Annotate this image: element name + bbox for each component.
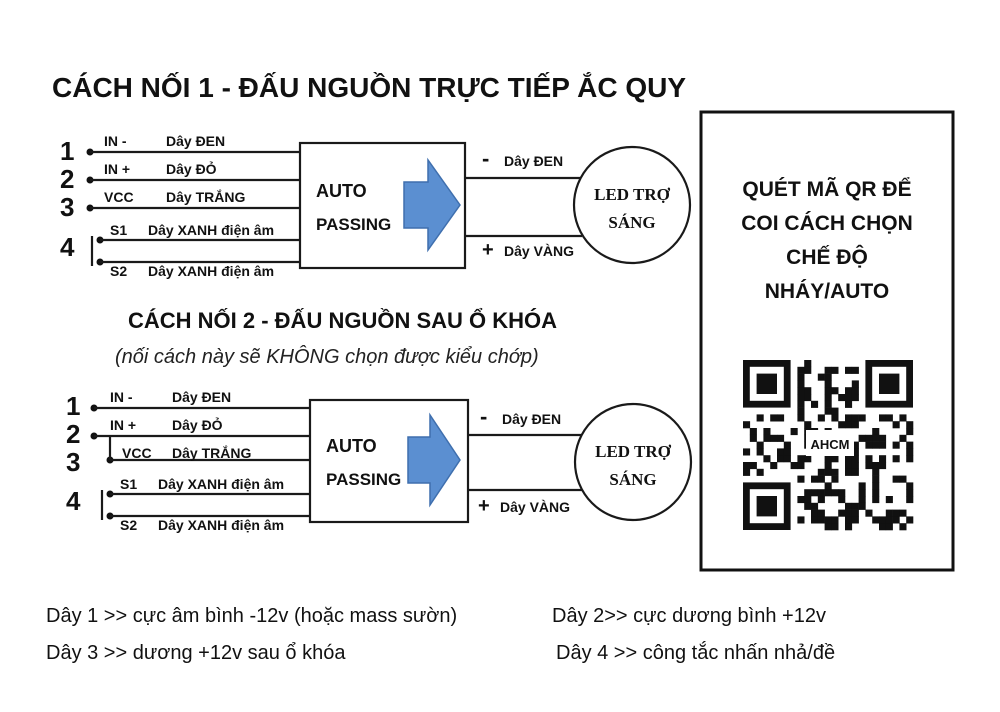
led-circle	[572, 145, 692, 265]
note-wire-4: Dây 4 >> công tắc nhấn nhả/đề	[556, 641, 835, 664]
title-method-2: CÁCH NỐI 2 - ĐẤU NGUỒN SAU Ổ KHÓA	[128, 307, 557, 333]
arrow-right-icon	[407, 412, 461, 508]
module-label-auto: AUTO	[326, 436, 377, 456]
pin-label: S2	[110, 263, 127, 279]
qr-center-badge	[806, 430, 854, 456]
wire-label: Dây TRẮNG	[166, 188, 245, 205]
qr-instruction-line: QUÉT MÃ QR ĐỂ	[742, 178, 911, 201]
wire-number-1: 1	[60, 136, 74, 166]
minus-sign: -	[482, 146, 489, 171]
qr-panel: QUÉT MÃ QR ĐỂ COI CÁCH CHỌN CHẾ ĐỘ NHÁY/…	[699, 110, 955, 572]
led-label-line2: SÁNG	[608, 213, 655, 232]
wire-number-4: 4	[60, 232, 75, 262]
qr-instruction-line: NHÁY/AUTO	[765, 280, 889, 303]
diagram-2: 1 2 3 4 IN - IN + VCC S1 S2 Dây ĐEN Dây …	[66, 389, 693, 533]
arrow-right-icon	[403, 157, 461, 253]
pin-label: IN +	[110, 417, 136, 433]
note-wire-3: Dây 3 >> dương +12v sau ổ khóa	[46, 642, 346, 664]
output-label-plus: Dây VÀNG	[504, 243, 574, 259]
pin-label: S2	[120, 517, 137, 533]
wire-number-2: 2	[60, 164, 74, 194]
led-label-line2: SÁNG	[609, 470, 656, 489]
plus-sign: +	[482, 239, 494, 261]
wire-label: Dây XANH điện âm	[148, 263, 274, 279]
wire-number-4: 4	[66, 486, 81, 516]
wire-label: Dây ĐEN	[166, 133, 225, 149]
qr-instruction-line: CHẾ ĐỘ	[786, 245, 868, 269]
output-label-minus: Dây ĐEN	[502, 411, 561, 427]
wire-label: Dây ĐỎ	[166, 160, 217, 177]
note-wire-2: Dây 2>> cực dương bình +12v	[552, 605, 826, 627]
wire-label: Dây XANH điện âm	[158, 517, 284, 533]
wire-number-2: 2	[66, 419, 80, 449]
module-label-passing: PASSING	[326, 470, 401, 489]
pin-label: S1	[120, 476, 137, 492]
wire-label: Dây TRẮNG	[172, 444, 251, 461]
led-circle	[573, 402, 693, 522]
qr-instruction-line: COI CÁCH CHỌN	[741, 212, 913, 235]
wire-number-3: 3	[66, 447, 80, 477]
led-label-line1: LED TRỢ	[594, 185, 671, 204]
pin-label: IN -	[110, 389, 133, 405]
wire-number-1: 1	[66, 391, 80, 421]
wire-label: Dây XANH điện âm	[148, 222, 274, 238]
wire-label: Dây ĐEN	[172, 389, 231, 405]
qr-center-label: AHCM	[811, 437, 850, 452]
output-label-minus: Dây ĐEN	[504, 153, 563, 169]
qr-code-icon[interactable]	[743, 360, 914, 531]
module-label-auto: AUTO	[316, 181, 367, 201]
pin-label: IN +	[104, 161, 130, 177]
plus-sign: +	[478, 495, 490, 517]
diagram-1: 1 2 3 4 IN - IN + VCC S1 S2 Dây ĐEN Dây …	[60, 133, 692, 279]
led-label-line1: LED TRỢ	[595, 442, 672, 461]
subtitle-method-2: (nối cách này sẽ KHÔNG chọn được kiểu ch…	[115, 345, 539, 368]
pin-label: VCC	[122, 445, 152, 461]
output-label-plus: Dây VÀNG	[500, 499, 570, 515]
wire-number-3: 3	[60, 192, 74, 222]
note-wire-1: Dây 1 >> cực âm bình -12v (hoặc mass sườ…	[46, 605, 457, 627]
pin-label: VCC	[104, 189, 134, 205]
title-method-1: CÁCH NỐI 1 - ĐẤU NGUỒN TRỰC TIẾP ẮC QUY	[52, 71, 686, 103]
pin-label: IN -	[104, 133, 127, 149]
wire-label: Dây ĐỎ	[172, 416, 223, 433]
wire-label: Dây XANH điện âm	[158, 476, 284, 492]
module-label-passing: PASSING	[316, 215, 391, 234]
minus-sign: -	[480, 404, 487, 429]
pin-label: S1	[110, 222, 127, 238]
